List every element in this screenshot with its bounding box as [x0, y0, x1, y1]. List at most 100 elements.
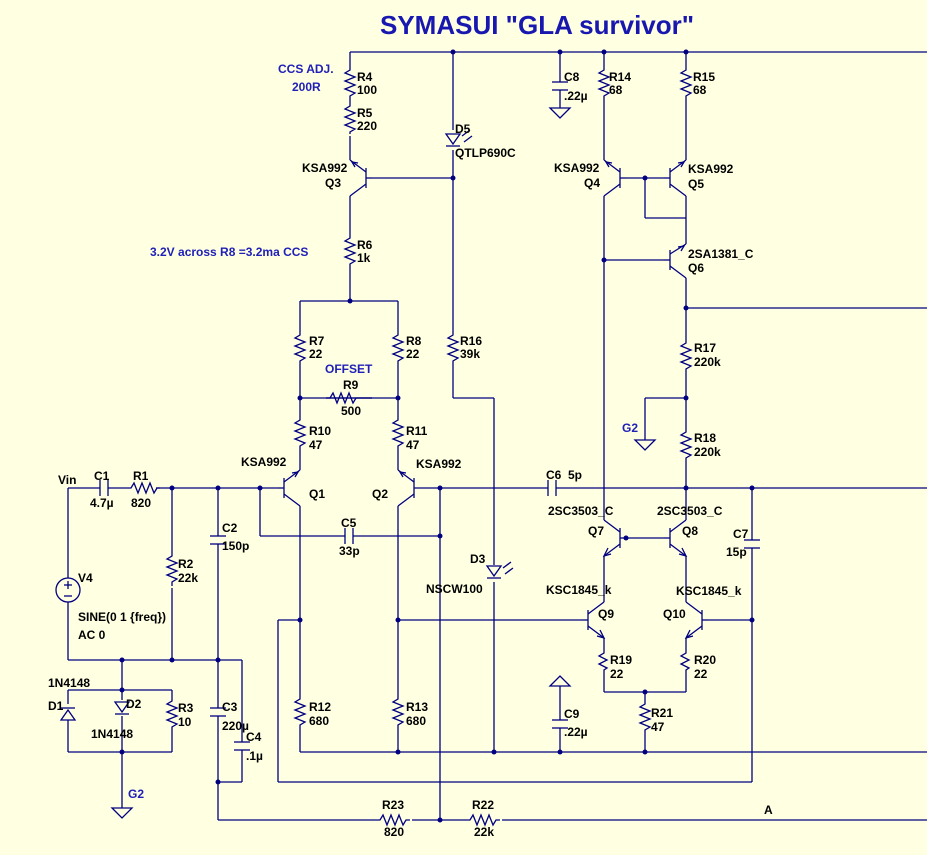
q4-name: Q4	[584, 176, 600, 190]
led-d3	[485, 561, 514, 579]
ground-c8	[548, 107, 572, 119]
c2-value: 150p	[222, 539, 249, 553]
capacitor-c8	[552, 81, 568, 91]
r14-value: 68	[609, 83, 623, 97]
transistor-q7	[602, 519, 626, 558]
resistor-r14	[597, 66, 611, 100]
schematic-title: SYMASUI "GLA survivor"	[380, 10, 694, 40]
r18-name: R18	[694, 431, 716, 445]
r8-value: 22	[406, 347, 420, 361]
ccs-adj-note: CCS ADJ.	[278, 62, 334, 76]
capacitor-c6	[547, 480, 557, 496]
r4-name: R4	[357, 70, 373, 84]
r11-value: 47	[406, 438, 420, 452]
r8-name: R8	[406, 334, 422, 348]
ccs-adj-value-note: 200R	[292, 80, 321, 94]
q6-part: 2SA1381_C	[688, 247, 754, 261]
c1-value: 4.7µ	[90, 496, 114, 510]
capacitor-c7	[744, 539, 760, 549]
r6-value: 1k	[357, 251, 371, 265]
r16-name: R16	[460, 334, 482, 348]
r17-name: R17	[694, 341, 716, 355]
q3-name: Q3	[325, 176, 341, 190]
r22-name: R22	[472, 798, 494, 812]
c6-name: C6	[546, 468, 562, 482]
resistor-r12	[293, 694, 307, 732]
diode-d1	[59, 707, 77, 721]
labels: CCS ADJ. 200R 3.2V across R8 =3.2ma CCS …	[48, 62, 773, 839]
r13-name: R13	[406, 700, 428, 714]
r3-value: 10	[178, 715, 192, 729]
c3-value: 220µ	[222, 719, 249, 733]
resistor-r3	[165, 698, 179, 732]
c2-name: C2	[222, 521, 238, 535]
transistor-q8	[664, 519, 688, 558]
c9-value: .22µ	[564, 725, 588, 739]
r5-value: 220	[357, 119, 377, 133]
c6-value: 5p	[568, 468, 582, 482]
diode-symbols	[59, 129, 514, 721]
ground-symbols	[110, 107, 657, 819]
r4-value: 100	[357, 83, 377, 97]
resistor-r7	[293, 330, 307, 368]
resistor-r18	[679, 428, 693, 462]
r9-name: R9	[343, 378, 359, 392]
capacitor-c5	[344, 528, 354, 544]
r21-value: 47	[651, 720, 665, 734]
q9-name: Q9	[598, 607, 614, 621]
c9-name: C9	[564, 707, 580, 721]
r13-value: 680	[406, 714, 426, 728]
ground-g2-mid-label: G2	[622, 421, 638, 435]
q5-part: KSA992	[688, 162, 734, 176]
ground-g2-mid	[633, 439, 657, 451]
c4-value: .1µ	[246, 749, 263, 763]
c4-name: C4	[246, 730, 262, 744]
r15-value: 68	[693, 83, 707, 97]
q2-part: KSA992	[416, 457, 462, 471]
d5-name: D5	[455, 122, 471, 136]
resistor-r11	[391, 416, 405, 452]
net-a-label: A	[764, 803, 773, 817]
led-d5	[444, 129, 473, 147]
r19-value: 22	[610, 667, 624, 681]
v4-spec: SINE(0 1 {freq})	[78, 610, 166, 624]
q8-name: Q8	[682, 524, 698, 538]
r19-name: R19	[610, 653, 632, 667]
resistor-r1	[128, 481, 160, 495]
capacitor-c4	[234, 741, 250, 751]
r18-value: 220k	[694, 445, 721, 459]
resistor-r8	[391, 330, 405, 368]
wires	[67, 51, 927, 821]
resistor-r13	[391, 694, 405, 732]
c3-name: C3	[222, 700, 238, 714]
r2-value: 22k	[178, 571, 198, 585]
net-vin-label: Vin	[58, 473, 76, 487]
q1-part: KSA992	[241, 455, 287, 469]
d3-name: D3	[470, 552, 486, 566]
q9-part: KSC1845_k	[546, 583, 612, 597]
r21-name: R21	[651, 706, 673, 720]
r1-value: 820	[131, 496, 151, 510]
resistor-r15	[679, 66, 693, 100]
v4-ac: AC 0	[78, 628, 106, 642]
ground-c9	[548, 675, 572, 687]
r5-name: R5	[357, 106, 373, 120]
capacitor-c3	[210, 707, 226, 717]
transistor-q4	[603, 159, 626, 197]
ground-g2-left-label: G2	[128, 787, 144, 801]
transistor-q5	[664, 159, 687, 197]
r17-value: 220k	[694, 355, 721, 369]
v4-name: V4	[78, 571, 93, 585]
resistor-r23	[376, 813, 410, 827]
offset-note: OFFSET	[325, 362, 373, 376]
resistor-r20	[679, 652, 691, 676]
transistor-q3	[349, 159, 372, 197]
r10-name: R10	[309, 424, 331, 438]
ground-g2-left	[110, 807, 134, 819]
q8-part: 2SC3503_C	[657, 504, 723, 518]
resistor-r22	[466, 813, 500, 827]
r16-value: 39k	[460, 347, 480, 361]
q10-part: KSC1845_k	[676, 584, 742, 598]
r7-value: 22	[309, 347, 323, 361]
q5-name: Q5	[688, 177, 704, 191]
